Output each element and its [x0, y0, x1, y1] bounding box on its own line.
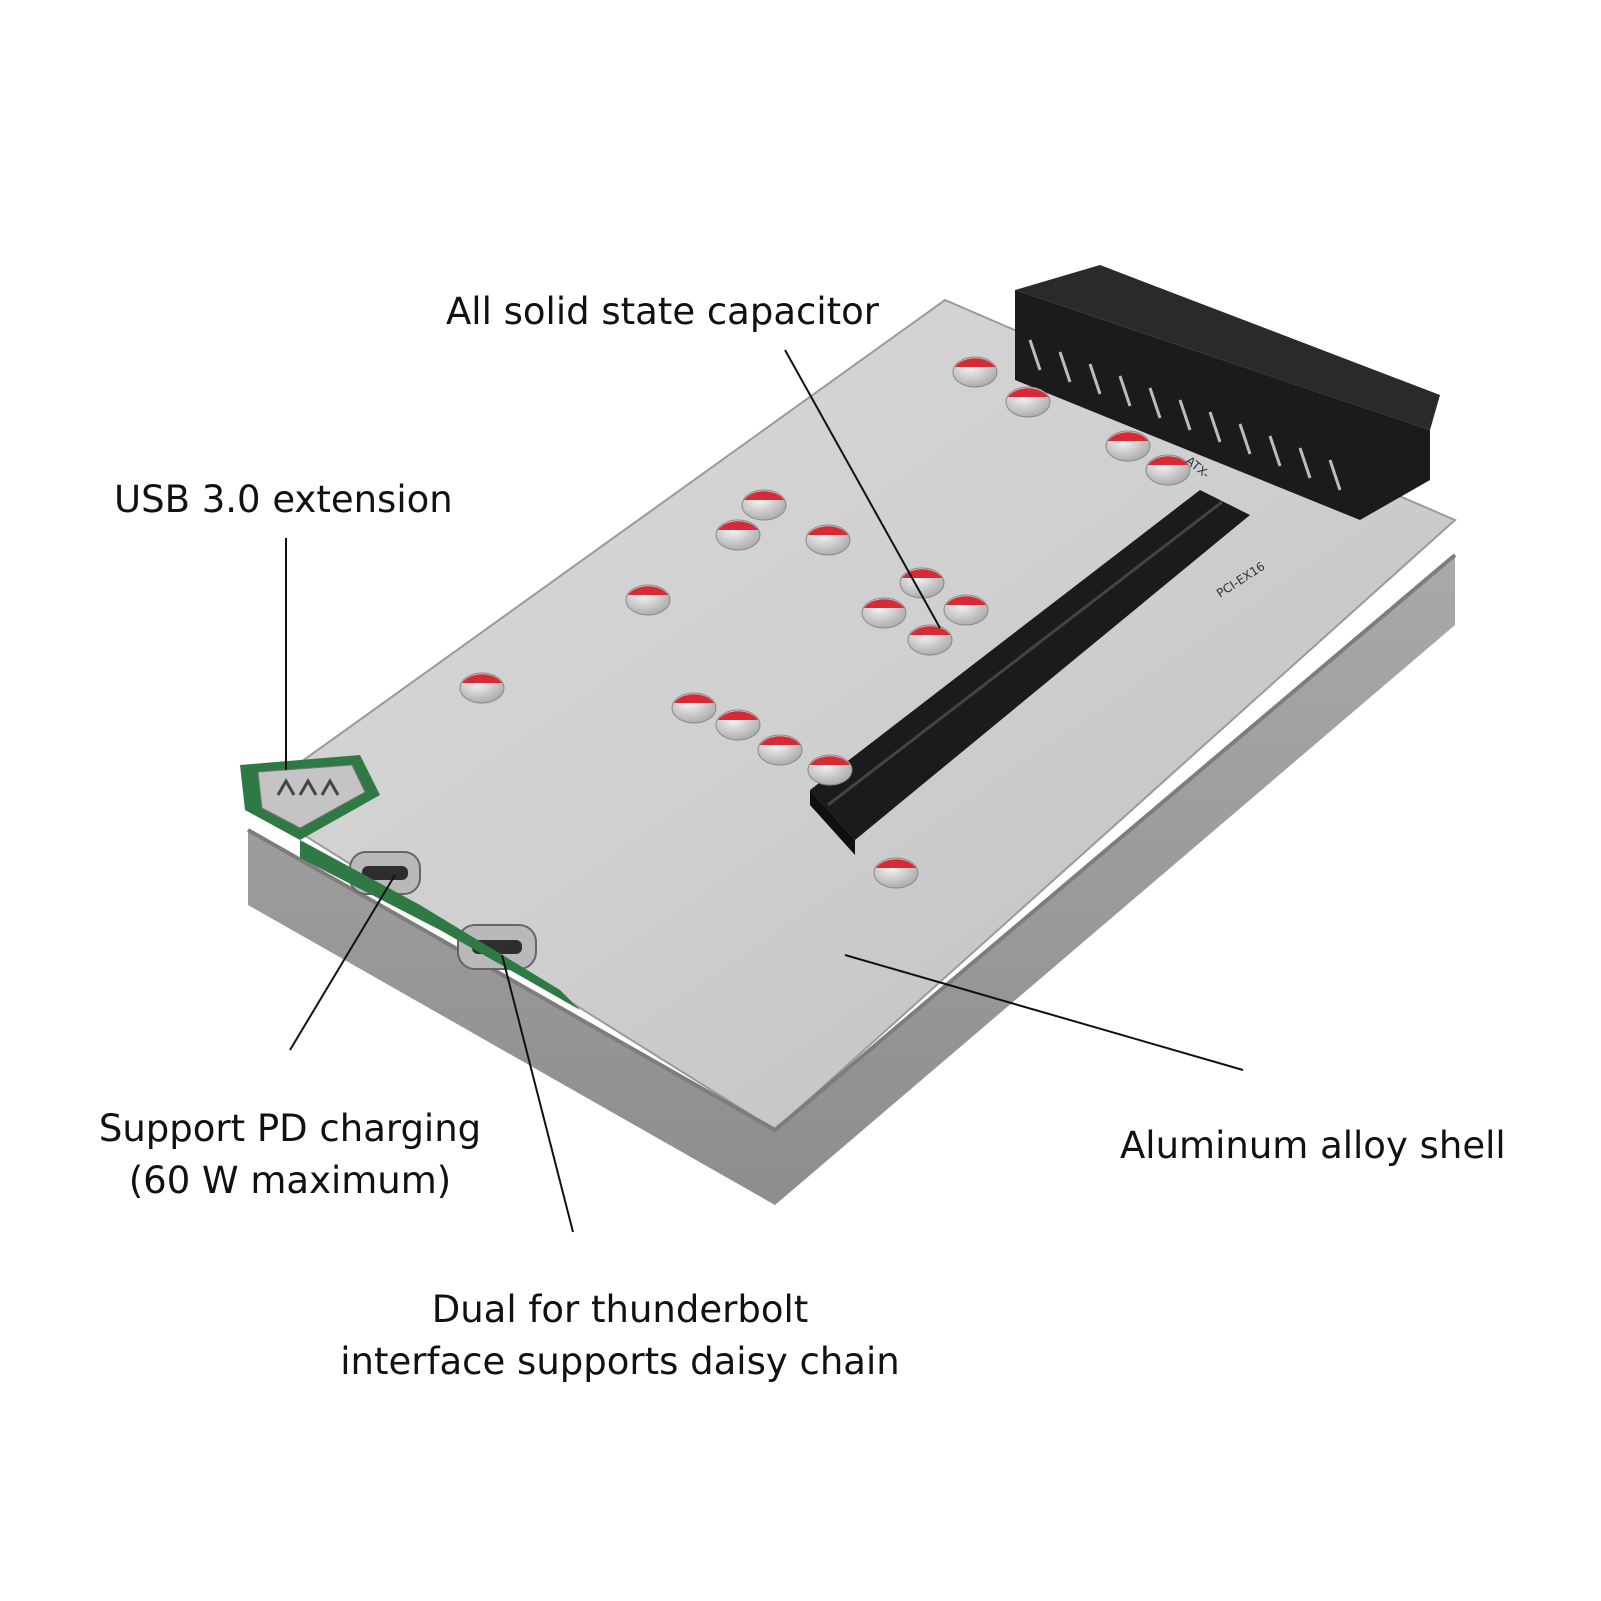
capacitor — [907, 624, 953, 656]
pcb-edge — [300, 840, 580, 1010]
capacitor — [1105, 430, 1151, 462]
leader-line-capacitor — [784, 349, 941, 629]
atx-power-connector — [1015, 265, 1440, 520]
label-capacitor: All solid state capacitor — [446, 290, 879, 333]
capacitor — [873, 857, 919, 889]
capacitor — [952, 356, 998, 388]
label-aluminum-shell: Aluminum alloy shell — [1120, 1124, 1506, 1167]
capacitor — [805, 524, 851, 556]
label-pd-line-1: Support PD charging — [98, 1107, 482, 1150]
aluminum-enclosure — [246, 298, 1457, 1205]
capacitor — [741, 489, 787, 521]
capacitor — [807, 754, 853, 786]
label-thunderbolt-line-2: interface supports daisy chain — [340, 1340, 900, 1383]
capacitor — [625, 584, 671, 616]
label-pd-charging: Support PD charging (60 W maximum) — [80, 1103, 500, 1207]
leader-line-thunderbolt — [501, 954, 574, 1233]
enclosure-edge-rail — [247, 553, 1457, 1133]
capacitor — [943, 594, 989, 626]
pcie-x16-slot — [810, 490, 1250, 855]
capacitor — [671, 692, 717, 724]
capacitor — [1145, 454, 1191, 486]
capacitor-group — [459, 356, 1191, 889]
label-usb-extension: USB 3.0 extension — [114, 478, 453, 521]
capacitor — [861, 597, 907, 629]
capacitor — [459, 672, 505, 704]
label-thunderbolt-line-1: Dual for thunderbolt — [431, 1288, 809, 1331]
usb-a-port — [240, 755, 380, 840]
enclosure-top-plate — [246, 298, 1457, 1132]
leader-line-aluminum — [844, 954, 1244, 1071]
label-thunderbolt: Dual for thunderbolt interface supports … — [300, 1284, 940, 1388]
leader-line-pd — [289, 874, 396, 1051]
capacitor — [715, 519, 761, 551]
capacitor — [715, 709, 761, 741]
capacitor — [899, 567, 945, 599]
label-pd-line-2: (60 W maximum) — [128, 1159, 452, 1202]
enclosure-side-wall — [248, 555, 1455, 1205]
capacitor — [1005, 386, 1051, 418]
capacitor — [757, 734, 803, 766]
